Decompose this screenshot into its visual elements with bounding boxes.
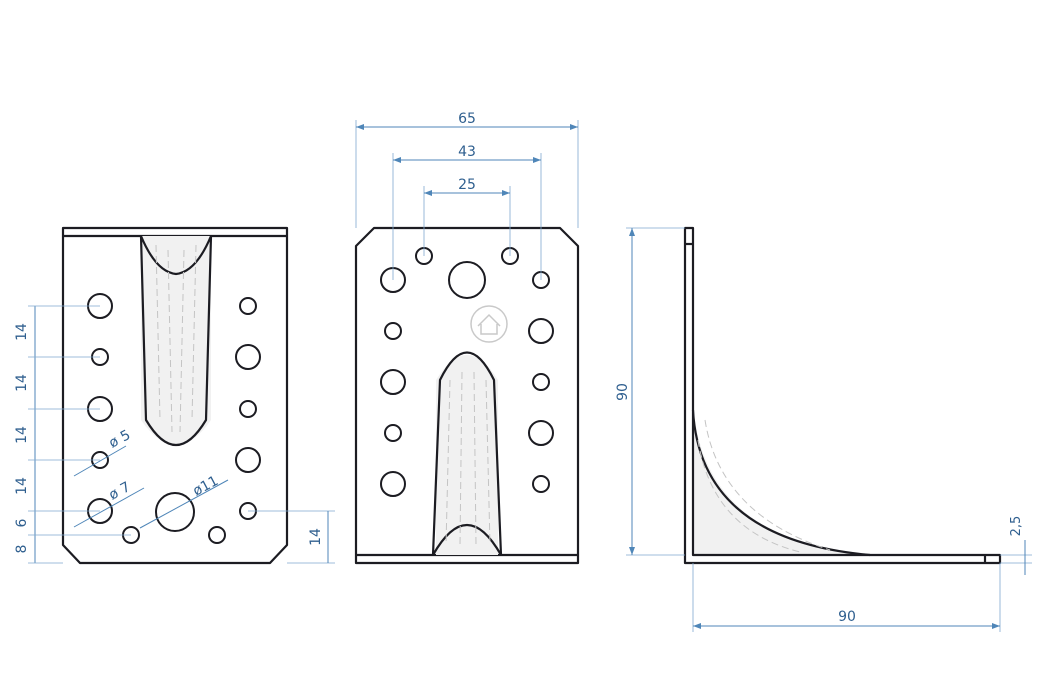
profile-rib (691, 409, 871, 557)
side-view: 14 14 14 14 6 8 14 ø 5 ø 7 ø11 (14, 226, 335, 565)
side-slot (139, 235, 213, 447)
front-slot (431, 351, 503, 556)
dim-8: 8 (14, 545, 30, 554)
profile-shade (693, 400, 870, 555)
dim-14-b: 14 (14, 374, 30, 392)
dia-small: ø 5 (106, 427, 133, 451)
side-hole-large (155, 492, 195, 532)
front-hole (532, 373, 550, 391)
front-hole (528, 420, 554, 446)
dim-14-d: 14 (14, 477, 30, 495)
dia-medium: ø 7 (106, 479, 133, 503)
front-hole (380, 471, 406, 497)
dim-90-height: 90 (615, 383, 631, 401)
front-hole (384, 424, 402, 442)
dim-43: 43 (458, 144, 476, 160)
dia-large: ø11 (190, 473, 221, 500)
side-plate-outline (61, 226, 289, 565)
front-plate-outline (354, 226, 580, 565)
front-hole (384, 322, 402, 340)
dim-14-right: 14 (308, 528, 324, 546)
dim-6: 6 (14, 518, 30, 527)
dim-14-c: 14 (14, 426, 30, 444)
front-hole-large (448, 261, 486, 299)
dim-65: 65 (458, 111, 476, 127)
side-hole (208, 526, 226, 544)
front-hole (528, 318, 554, 344)
dim-2-5: 2,5 (1009, 516, 1024, 537)
side-hole (239, 400, 257, 418)
house-logo-icon (470, 305, 508, 343)
dim-90-length: 90 (838, 609, 856, 625)
front-hole (380, 369, 406, 395)
side-hole (239, 297, 257, 315)
side-hole (235, 344, 261, 370)
dim-14-a: 14 (14, 323, 30, 341)
side-hole (235, 447, 261, 473)
front-hole (532, 475, 550, 493)
profile-view: 90 90 2,5 (615, 226, 1032, 632)
front-view: 65 43 25 (354, 111, 580, 565)
side-slot-shade (141, 236, 211, 445)
dim-25: 25 (458, 177, 476, 193)
front-slot-shade (436, 355, 498, 555)
